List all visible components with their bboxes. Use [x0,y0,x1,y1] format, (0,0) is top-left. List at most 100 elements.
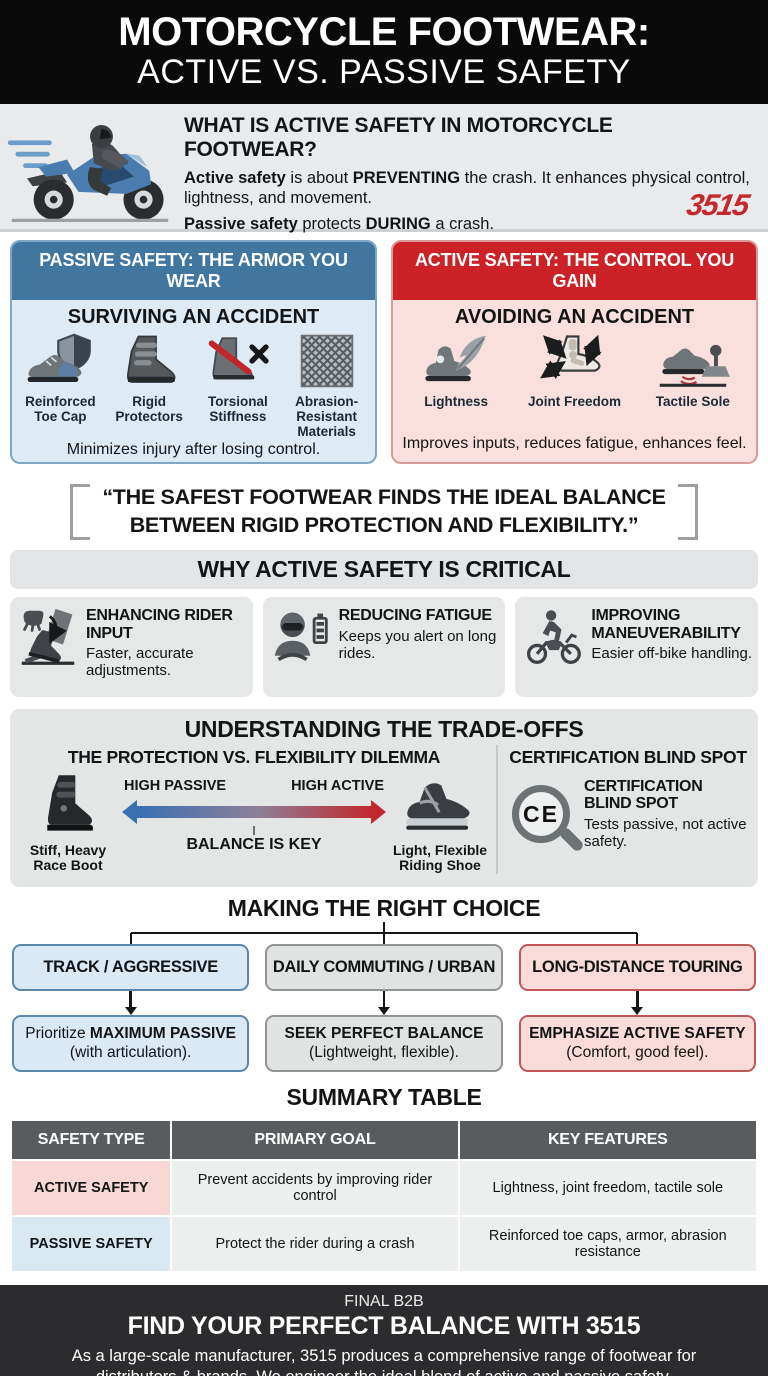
intro-paragraph-passive: Passive safety protects DURING a crash. [184,215,495,234]
passive-item: Abrasion-Resistant Materials [282,333,371,439]
choice-top-box: DAILY COMMUTING / URBAN [265,944,503,991]
why-card-text: REDUCING FATIGUE Keeps you alert on long… [339,607,500,689]
choice-bottom-box: EMPHASIZE ACTIVE SAFETY (Comfort, good f… [518,1015,756,1072]
passive-item-label: Abrasion-Resistant Materials [295,394,359,440]
choice-heading: MAKING THE RIGHT CHOICE [227,895,541,921]
arrow-left-head [122,800,137,824]
torsional-boot-x-icon [201,337,275,393]
cell-key-features: Lightness, joint freedom, tactile sole [457,1158,759,1217]
certification-subheading: CERTIFICATION BLIND SPOT [509,747,747,767]
riding-shoe-block: Light, Flexible Riding Shoe [392,772,488,874]
motorcycle-rider-icon [4,110,176,225]
intro-paragraph-active: Active safety is about PREVENTING the cr… [184,169,750,208]
summary-heading: SUMMARY TABLE [286,1083,482,1110]
why-card-maneuverability: IMPROVING MANEUVERABILITY Easier off-bik… [515,597,759,697]
arrow-right-head [371,800,386,824]
active-item: Tactile Sole [634,333,752,433]
passive-item-label: Rigid Protectors [115,394,183,425]
arrow-gradient-bar [137,806,371,818]
ankle-joint-icon [537,334,611,393]
certification-row: CE CERTIFICATION BLIND SPOT Tests passiv… [508,772,748,850]
passive-item: Rigid Protectors [105,333,194,439]
spectrum-arrow-block: HIGH PASSIVE HIGH ACTIVE BALANCE IS KEY [116,772,392,854]
dilemma-subheading: THE PROTECTION VS. FLEXIBILITY DILEMMA [67,747,441,767]
table-row-passive: PASSIVE SAFETY Protect the rider during … [9,1214,759,1273]
choice-columns: TRACK / AGGRESSIVE Prioritize MAXIMUM PA… [0,944,768,1072]
dilemma-row: Stiff, Heavy Race Boot HIGH PASSIVE HIGH… [20,772,488,874]
choice-column-commuting: DAILY COMMUTING / URBAN SEEK PERFECT BAL… [265,944,503,1072]
why-cards: ENHANCING RIDER INPUT Faster, accurate a… [0,597,768,697]
intro-section: WHAT IS ACTIVE SAFETY IN MOTORCYCLE FOOT… [0,104,768,233]
intro-text: WHAT IS ACTIVE SAFETY IN MOTORCYCLE FOOT… [176,110,754,233]
active-panel-subheading: AVOIDING AN ACCIDENT [454,306,695,328]
riding-shoe-caption: Light, Flexible Riding Shoe [392,842,488,874]
summary-section: SUMMARY TABLE SAFETY TYPE PRIMARY GOAL K… [0,1072,768,1273]
active-panel-header: ACTIVE SAFETY: THE CONTROL YOU GAIN [393,242,756,300]
quote-bracket-left [70,484,91,540]
down-arrow [265,991,502,1015]
cell-safety-type: PASSIVE SAFETY [9,1214,173,1273]
rider-battery-icon [271,607,331,689]
passive-items: Reinforced Toe Cap Rigid Protectors [12,331,375,439]
certification-title: CERTIFICATION BLIND SPOT [584,778,703,813]
why-card-rider-input: ENHANCING RIDER INPUT Faster, accurate a… [10,597,253,697]
passive-item: Torsional Stiffness [194,333,283,439]
col-safety-type: SAFETY TYPE [9,1118,173,1161]
page-title-line2: ACTIVE VS. PASSIVE SAFETY [137,53,631,92]
active-panel-footer: Improves inputs, reduces fatigue, enhanc… [402,435,747,452]
choice-column-touring: LONG-DISTANCE TOURING EMPHASIZE ACTIVE S… [518,944,756,1072]
quote-bracket-right [677,484,698,540]
choice-bottom-box: SEEK PERFECT BALANCE (Lightweight, flexi… [265,1015,503,1072]
cell-primary-goal: Prevent accidents by improving rider con… [170,1158,460,1217]
ce-mark: CE [523,800,559,827]
active-item-label: Tactile Sole [655,394,730,409]
down-arrow [12,991,249,1015]
why-card-title: IMPROVING MANEUVERABILITY [591,607,741,642]
quote-text: “THE SAFEST FOOTWEAR FINDS THE IDEAL BAL… [102,485,666,537]
tactile-sole-shifter-icon [656,344,730,393]
passive-panel-footer: Minimizes injury after losing control. [66,441,321,459]
toe-cap-shield-icon [23,333,97,393]
passive-panel-header: PASSIVE SAFETY: THE ARMOR YOU WEAR [12,242,375,300]
why-card-title: REDUCING FATIGUE [338,607,492,624]
balance-label: BALANCE IS KEY [186,836,322,853]
brand-3515-logo: 3515 [684,189,751,222]
quote-section: “THE SAFEST FOOTWEAR FINDS THE IDEAL BAL… [0,470,768,548]
passive-item: Reinforced Toe Cap [16,333,105,439]
active-items: Lightness [393,331,756,433]
high-active-label: HIGH ACTIVE [291,778,384,794]
certification-text: CERTIFICATION BLIND SPOT Tests passive, … [584,778,748,850]
passive-active-spectrum-arrow [122,800,386,824]
riding-shoe-icon [399,783,482,842]
page-title-line1: MOTORCYCLE FOOTWEAR: [118,10,650,54]
col-primary-goal: PRIMARY GOAL [170,1118,460,1161]
dilemma-panel: THE PROTECTION VS. FLEXIBILITY DILEMMA [10,745,498,874]
footer-heading: FIND YOUR PERFECT BALANCE WITH 3515 [127,1311,641,1340]
cell-key-features: Reinforced toe caps, armor, abrasion res… [457,1214,759,1273]
passive-item-label: Reinforced Toe Cap [25,394,96,425]
footer-cta-section: FINAL B2B FIND YOUR PERFECT BALANCE WITH… [0,1284,768,1376]
why-card-text: ENHANCING RIDER INPUT Faster, accurate a… [86,607,247,689]
down-arrow [519,991,756,1015]
why-card-title: ENHANCING RIDER INPUT [86,607,233,642]
cell-safety-type: ACTIVE SAFETY [9,1158,173,1217]
summary-header-row: SAFETY TYPE PRIMARY GOAL KEY FEATURES [9,1118,759,1161]
choice-bottom-box: Prioritize MAXIMUM PASSIVE (with articul… [12,1015,250,1072]
active-item: Lightness [397,333,515,433]
table-row-active: ACTIVE SAFETY Prevent accidents by impro… [9,1158,759,1217]
passive-item-label: Torsional Stiffness [207,394,268,425]
boot-pedal-hand-icon [18,607,78,689]
race-boot-icon [39,775,97,842]
passive-panel-subheading: SURVIVING AN ACCIDENT [67,306,320,328]
safety-panels: PASSIVE SAFETY: THE ARMOR YOU WEAR SURVI… [0,232,768,470]
active-item-label: Lightness [424,394,489,409]
tradeoffs-section: UNDERSTANDING THE TRADE-OFFS THE PROTECT… [10,709,758,887]
intro-heading: WHAT IS ACTIVE SAFETY IN MOTORCYCLE FOOT… [184,114,613,161]
choice-top-box: LONG-DISTANCE TOURING [518,944,756,991]
page-header: MOTORCYCLE FOOTWEAR: ACTIVE VS. PASSIVE … [0,0,768,104]
tradeoffs-body: THE PROTECTION VS. FLEXIBILITY DILEMMA [10,745,758,874]
certification-desc: Tests passive, not active safety. [584,815,747,850]
rigid-boot-icon [112,335,186,393]
active-safety-panel: ACTIVE SAFETY: THE CONTROL YOU GAIN AVOI… [391,240,758,464]
tradeoffs-heading: UNDERSTANDING THE TRADE-OFFS [184,716,584,742]
